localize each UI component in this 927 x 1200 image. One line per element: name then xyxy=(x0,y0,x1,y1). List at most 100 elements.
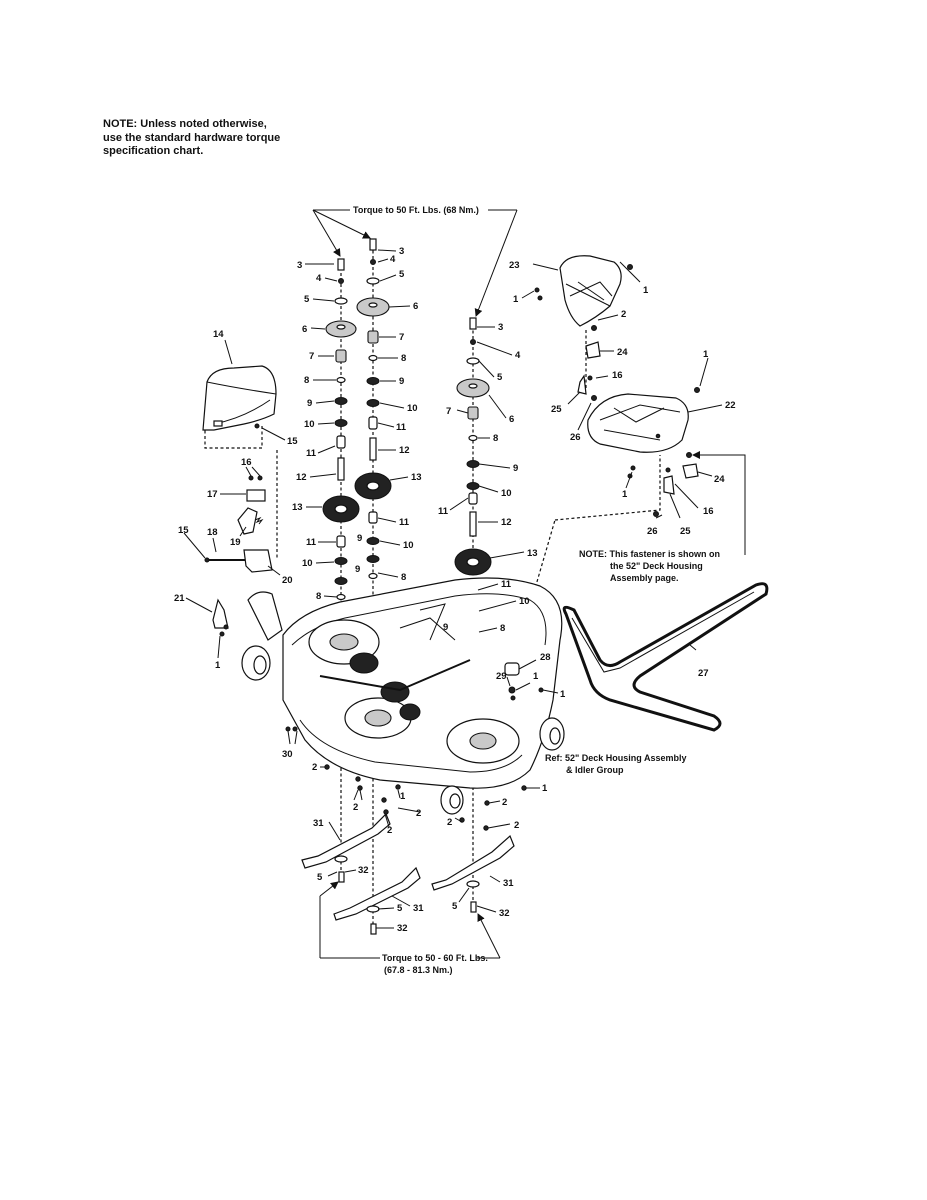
callout-9: 9 xyxy=(357,533,362,544)
bearing-10b-left xyxy=(334,557,348,565)
spacer-11b-mid xyxy=(368,511,378,524)
callout-4: 4 xyxy=(390,254,396,265)
bearing-9b-mid xyxy=(366,555,380,563)
callout-10: 10 xyxy=(407,403,418,414)
callout-22: 22 xyxy=(725,400,736,411)
callout-1: 1 xyxy=(215,660,221,671)
callout-5: 5 xyxy=(497,372,503,383)
callout-2: 2 xyxy=(621,309,626,320)
bearing-7-left xyxy=(335,349,347,363)
bracket-21 xyxy=(212,598,229,629)
bearing-7-mid xyxy=(367,330,379,344)
callout-28: 28 xyxy=(540,652,551,663)
callout-2: 2 xyxy=(387,825,392,836)
callout-8: 8 xyxy=(401,572,406,583)
pin-15 xyxy=(204,557,210,563)
bearing-10-mid xyxy=(366,399,380,407)
bolt-3-right xyxy=(469,317,477,330)
callout-8: 8 xyxy=(493,433,498,444)
callout-1: 1 xyxy=(542,783,548,794)
clip-24-low xyxy=(682,463,699,479)
callout-10: 10 xyxy=(304,419,315,430)
callout-31: 31 xyxy=(503,878,514,889)
spacer-11b-left xyxy=(336,535,346,548)
callout-18: 18 xyxy=(207,527,218,538)
torque-top-callout: Torque to 50 Ft. Lbs. (68 Nm.) xyxy=(312,205,518,317)
callout-1: 1 xyxy=(513,294,519,305)
callout-11: 11 xyxy=(306,448,317,459)
washer-4-right xyxy=(470,339,476,345)
callout-13: 13 xyxy=(292,502,303,513)
callout-11: 11 xyxy=(399,517,410,528)
spacer-11-mid xyxy=(368,416,378,430)
callout-11: 11 xyxy=(306,537,317,548)
callout-9: 9 xyxy=(307,398,312,409)
washer-5-mid xyxy=(366,277,380,285)
fastener-note: NOTE: This fastener is shown on the 52" … xyxy=(579,549,720,583)
bearing-10b-mid xyxy=(366,537,380,545)
torque-top-label: Torque to 50 Ft. Lbs. (68 Nm.) xyxy=(353,205,479,215)
callout-12: 12 xyxy=(399,445,410,456)
blade-right xyxy=(431,834,515,891)
callout-29: 29 xyxy=(496,671,507,682)
note-line-2: use the standard hardware torque xyxy=(103,131,281,144)
callout-2: 2 xyxy=(353,802,358,813)
callout-31: 31 xyxy=(413,903,424,914)
callout-12: 12 xyxy=(501,517,512,528)
callout-11: 11 xyxy=(438,506,449,517)
callout-10: 10 xyxy=(403,540,414,551)
seal-8b-left xyxy=(336,593,346,601)
torque-bottom-label-2: (67.8 - 81.3 Nm.) xyxy=(384,965,453,975)
callout-10: 10 xyxy=(302,558,313,569)
callout-2: 2 xyxy=(447,817,452,828)
callout-15: 15 xyxy=(287,436,298,447)
callout-numbers: 3 4 5 6 7 8 9 10 11 12 13 11 10 8 9 3 4 … xyxy=(174,246,736,934)
callout-5: 5 xyxy=(452,901,458,912)
bolt-29 xyxy=(508,686,516,694)
seal-8-right xyxy=(468,434,478,442)
bearing-10-left xyxy=(334,419,348,427)
callout-5: 5 xyxy=(317,872,323,883)
callout-11: 11 xyxy=(396,422,407,433)
blade-left xyxy=(301,812,391,869)
spacer-11-left xyxy=(336,435,346,449)
nut-16a xyxy=(248,475,254,481)
callout-27: 27 xyxy=(698,668,709,679)
spacer-11-right xyxy=(468,492,478,505)
right-belt-cover-23 xyxy=(534,255,700,401)
callout-1: 1 xyxy=(643,285,649,296)
callout-24: 24 xyxy=(714,474,725,485)
fastener-note-line-2: the 52" Deck Housing xyxy=(610,561,703,571)
callout-14: 14 xyxy=(213,329,224,340)
callout-2: 2 xyxy=(416,808,421,819)
deck-hardware xyxy=(324,662,544,831)
shaft-12-right xyxy=(469,511,477,537)
callout-17: 17 xyxy=(207,489,218,500)
callout-20: 20 xyxy=(282,575,293,586)
callout-13: 13 xyxy=(527,548,538,559)
callout-2: 2 xyxy=(312,762,317,773)
seal-8b-mid xyxy=(368,572,378,580)
callout-24: 24 xyxy=(617,347,628,358)
callout-26: 26 xyxy=(570,432,581,443)
callout-1: 1 xyxy=(400,791,406,802)
bracket-25-low xyxy=(663,475,675,495)
bolt-3-left xyxy=(337,258,345,271)
callout-3: 3 xyxy=(498,322,503,333)
fastener-note-line-3: Assembly page. xyxy=(610,573,679,583)
bearing-9-right xyxy=(466,460,480,468)
callout-13: 13 xyxy=(411,472,422,483)
callout-26: 26 xyxy=(647,526,658,537)
left-belt-cover-14 xyxy=(202,365,277,431)
left-spindle-stack xyxy=(322,258,360,601)
middle-spindle-stack xyxy=(354,238,392,580)
ref-note-line-1: Ref: 52" Deck Housing Assembly xyxy=(545,753,686,763)
callout-10: 10 xyxy=(519,596,530,607)
callout-4: 4 xyxy=(515,350,521,361)
callout-16: 16 xyxy=(241,457,252,468)
callout-23: 23 xyxy=(509,260,520,271)
callout-12: 12 xyxy=(296,472,307,483)
callout-3: 3 xyxy=(297,260,302,271)
leader-lines xyxy=(183,249,723,929)
